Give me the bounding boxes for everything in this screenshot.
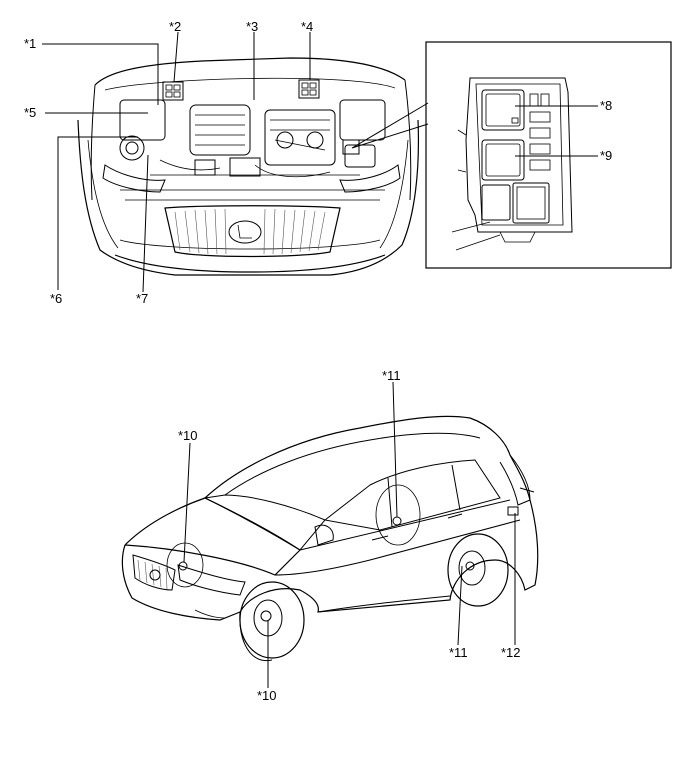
engine-bay-illustration <box>77 57 429 276</box>
callout-4: *4 <box>301 19 313 34</box>
callout-labels: *1 *2 *3 *4 *5 *6 *7 *8 *9 *10 *10 *11 *… <box>24 19 612 703</box>
callout-11-upper: *11 <box>382 368 401 383</box>
relay-block-inset <box>425 41 672 269</box>
callout-7: *7 <box>136 291 148 306</box>
callout-6: *6 <box>50 291 62 306</box>
callout-5: *5 <box>24 105 36 120</box>
callout-8: *8 <box>600 98 612 113</box>
callout-9: *9 <box>600 148 612 163</box>
callout-10-lower: *10 <box>257 688 277 703</box>
callout-10-front: *10 <box>178 428 198 443</box>
callout-1: *1 <box>24 36 36 51</box>
callout-12: *12 <box>501 645 521 660</box>
suv-illustration <box>121 415 539 662</box>
suv-leader-lines <box>183 381 516 688</box>
callout-2: *2 <box>169 19 181 34</box>
callout-11-lower: *11 <box>449 645 468 660</box>
callout-3: *3 <box>246 19 258 34</box>
engine-leader-lines <box>42 31 311 293</box>
